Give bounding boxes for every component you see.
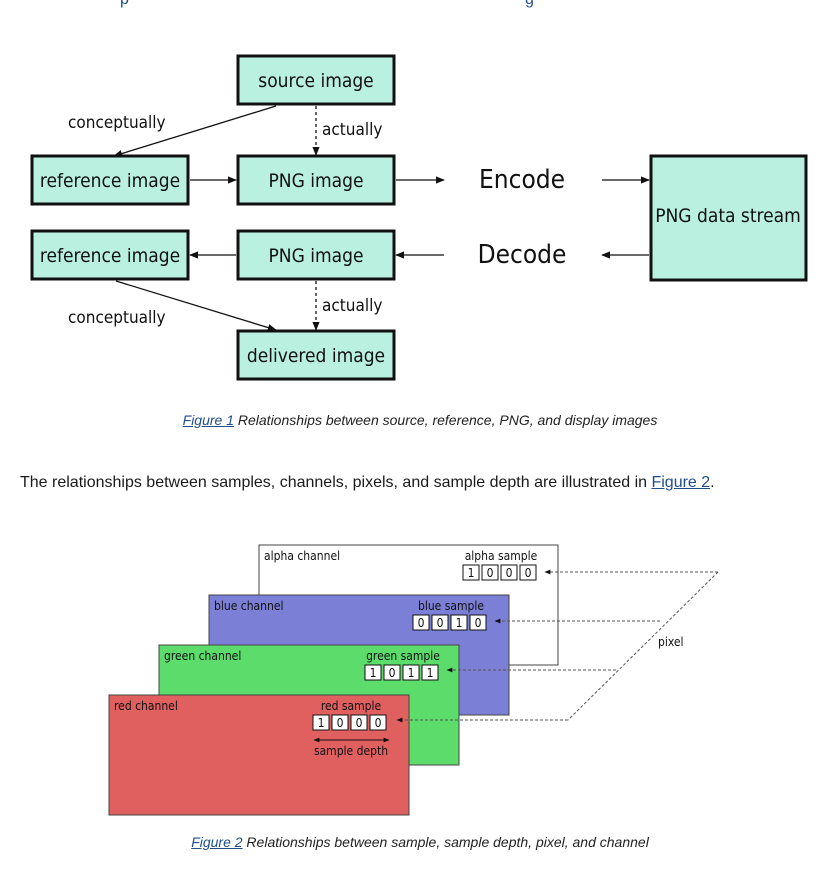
clipped-text-line: pg xyxy=(0,0,840,10)
svg-text:PNG data stream: PNG data stream xyxy=(655,205,801,227)
svg-text:alpha sample: alpha sample xyxy=(465,549,538,563)
blue-bit-value: 1 xyxy=(456,616,463,630)
alpha-bit-value: 0 xyxy=(506,566,513,580)
svg-text:alpha channel: alpha channel xyxy=(264,549,340,563)
blue-bit-box xyxy=(450,614,468,631)
alpha-bit-value: 0 xyxy=(487,566,494,580)
conceptually-arrow-top xyxy=(113,105,277,158)
alpha-bit-box xyxy=(481,564,499,581)
actually-label-bottom: actually xyxy=(322,296,382,316)
svg-text:red channel: red channel xyxy=(114,699,178,713)
blue-bit-value: 0 xyxy=(418,616,425,630)
body-paragraph: The relationships between samples, chann… xyxy=(20,474,715,491)
decode-label: Decode xyxy=(478,240,567,270)
reference-image-bottom-node: reference image xyxy=(30,229,190,281)
png-data-stream-node: PNG data stream xyxy=(649,154,808,282)
blue-bit-box xyxy=(431,614,449,631)
blue-bit-value: 0 xyxy=(475,616,482,630)
red-bit-value: 0 xyxy=(356,716,363,730)
red-bit-box xyxy=(331,714,349,731)
green-bit-box xyxy=(364,664,382,681)
reference-image-top-node: reference image xyxy=(30,154,190,206)
green-bit-value: 1 xyxy=(427,666,434,680)
encode-label: Encode xyxy=(479,165,565,195)
red-bit-value: 0 xyxy=(375,716,382,730)
figure-1-caption: Figure 1 Relationships between source, r… xyxy=(182,412,658,428)
figure-2-caption: Figure 2 Relationships between sample, s… xyxy=(191,834,649,850)
red-bit-box xyxy=(350,714,368,731)
svg-text:green sample: green sample xyxy=(366,649,440,663)
conceptually-arrow-bottom xyxy=(115,280,277,332)
svg-text:green channel: green channel xyxy=(164,649,241,663)
red-bit-box xyxy=(369,714,387,731)
png-image-top-node: PNG image xyxy=(236,154,396,206)
svg-text:PNG image: PNG image xyxy=(268,245,363,267)
figure-1-link[interactable]: Figure 1 xyxy=(182,412,234,428)
red-bit-value: 0 xyxy=(337,716,344,730)
blue-bit-box xyxy=(469,614,487,631)
actually-label-top: actually xyxy=(322,120,382,140)
green-bit-value: 1 xyxy=(370,666,377,680)
svg-text:blue channel: blue channel xyxy=(214,599,284,613)
pixel-indicator xyxy=(396,569,719,723)
svg-text:reference image: reference image xyxy=(40,245,180,267)
blue-bit-value: 0 xyxy=(437,616,444,630)
green-bit-box xyxy=(421,664,439,681)
red-bit-value: 1 xyxy=(318,716,325,730)
alpha-bit-box xyxy=(462,564,480,581)
pixel-label: pixel xyxy=(658,635,684,649)
figure-2-caption-link[interactable]: Figure 2 xyxy=(191,834,243,850)
svg-text:PNG image: PNG image xyxy=(268,170,363,192)
conceptually-label-top: conceptually xyxy=(68,113,166,133)
alpha-bit-value: 0 xyxy=(525,566,532,580)
svg-text:source image: source image xyxy=(258,70,373,92)
svg-text:blue sample: blue sample xyxy=(418,599,484,613)
figure-1-diagram: source image reference image PNG image r… xyxy=(30,54,808,381)
blue-bit-box xyxy=(412,614,430,631)
sample-depth-label: sample depth xyxy=(314,744,388,758)
delivered-image-node: delivered image xyxy=(236,329,396,381)
green-bit-box xyxy=(383,664,401,681)
source-image-node: source image xyxy=(236,54,396,106)
green-bit-value: 0 xyxy=(389,666,396,680)
figure-2-link[interactable]: Figure 2 xyxy=(651,474,711,491)
svg-text:delivered image: delivered image xyxy=(247,345,385,367)
alpha-bit-box xyxy=(519,564,537,581)
conceptually-label-bottom: conceptually xyxy=(68,308,166,328)
alpha-bit-box xyxy=(500,564,518,581)
green-bit-value: 1 xyxy=(408,666,415,680)
svg-text:reference image: reference image xyxy=(40,170,180,192)
png-image-bottom-node: PNG image xyxy=(236,229,396,281)
red-bit-box xyxy=(312,714,330,731)
alpha-bit-value: 1 xyxy=(468,566,475,580)
green-bit-box xyxy=(402,664,420,681)
svg-text:red sample: red sample xyxy=(321,699,382,713)
